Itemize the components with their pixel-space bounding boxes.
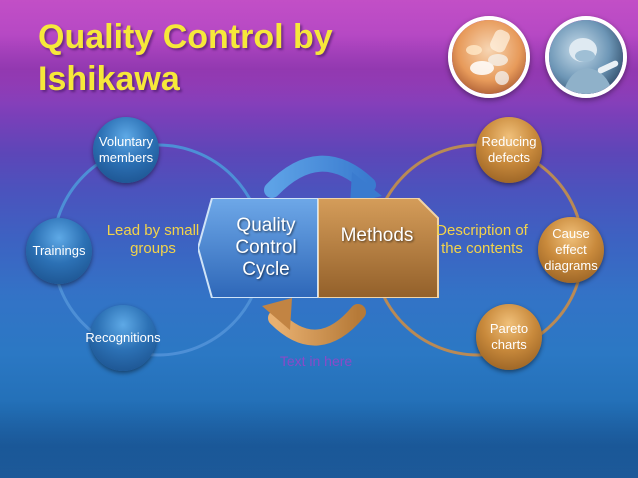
node-reducing-line-1: Reducing xyxy=(481,134,537,149)
pills-photo-image xyxy=(452,20,526,94)
bottom-arrow-arc xyxy=(268,304,366,346)
quality-control-cycle-box: Quality Control Cycle xyxy=(212,198,320,298)
quality-line-1: Quality xyxy=(236,215,296,236)
left-label-line-2: groups xyxy=(130,240,176,257)
node-recognitions-line-1: Recognitions xyxy=(85,330,161,345)
node-recognitions: Recognitions xyxy=(85,305,161,371)
right-cycle-label: Description of the contents xyxy=(428,222,536,258)
node-voluntary-line-2: members xyxy=(98,150,154,165)
methods-box: Methods xyxy=(318,198,436,274)
right-label-line-2: the contents xyxy=(441,240,523,257)
node-pareto-charts: Pareto charts xyxy=(476,304,542,370)
node-cause-effect-diagrams: Cause effect diagrams xyxy=(538,217,604,283)
node-reducing-defects: Reducing defects xyxy=(476,117,542,183)
bottom-band-decoration xyxy=(0,400,638,478)
bottom-arrow-head xyxy=(262,298,292,330)
node-reducing-line-2: defects xyxy=(488,150,530,165)
node-cause-effect-line-2: diagrams xyxy=(544,258,598,273)
pills-photo xyxy=(448,16,530,98)
node-voluntary-line-1: Voluntary xyxy=(98,134,154,149)
quality-line-2: Control xyxy=(235,237,297,258)
top-arrow-head xyxy=(350,172,382,204)
methods-label: Methods xyxy=(340,225,414,246)
quality-line-3: Cycle xyxy=(242,259,290,280)
slide-title: Quality Control by Ishikawa xyxy=(38,16,333,100)
node-cause-effect-line-1: Cause effect xyxy=(552,226,590,257)
bottom-placeholder-text: Text in here xyxy=(279,353,353,369)
node-voluntary-members: Voluntary members xyxy=(93,117,159,183)
node-trainings-line-1: Trainings xyxy=(32,243,86,258)
title-line-1: Quality Control by xyxy=(38,18,333,56)
node-pareto-line-1: Pareto xyxy=(489,321,529,336)
quality-control-cycle-shape xyxy=(198,198,319,298)
surgeon-photo-image xyxy=(549,20,623,94)
left-cycle-label: Lead by small groups xyxy=(100,222,206,258)
left-label-line-1: Lead by small xyxy=(106,222,200,239)
node-trainings: Trainings xyxy=(26,218,92,284)
right-label-line-1: Description of xyxy=(436,222,528,239)
node-pareto-line-2: charts xyxy=(491,337,527,352)
methods-shape xyxy=(318,198,439,298)
title-line-2: Ishikawa xyxy=(38,60,180,98)
top-band-decoration xyxy=(0,34,638,104)
surgeon-photo xyxy=(545,16,627,98)
